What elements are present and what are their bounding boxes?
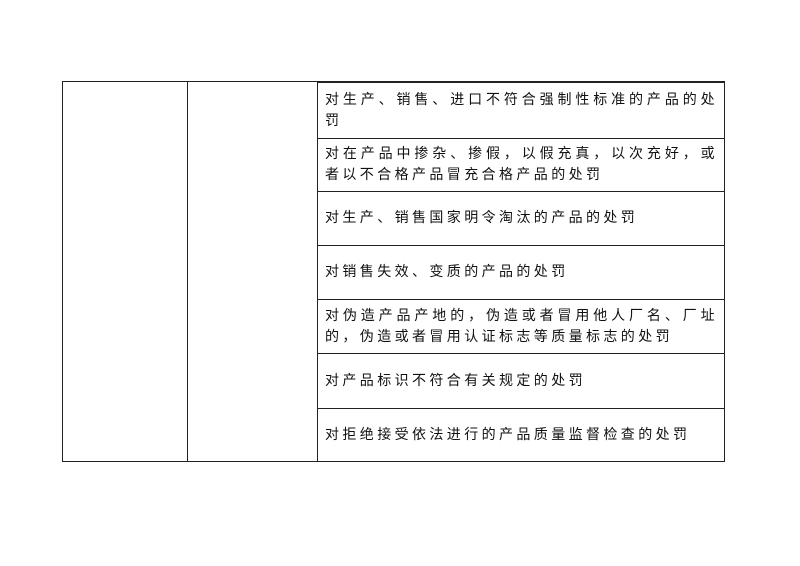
table-row: 对生产、销售国家明令淘汰的产品的处罚 <box>318 191 724 245</box>
table-row: 对销售失效、变质的产品的处罚 <box>318 245 724 299</box>
penalty-item: 对在产品中掺杂、掺假，以假充真，以次充好，或者以不合格产品冒充合格产品的处罚 <box>325 146 718 183</box>
penalty-item: 对产品标识不符合有关规定的处罚 <box>325 372 586 389</box>
penalty-item: 对伪造产品产地的，伪造或者冒用他人厂名、厂址的，伪造或者冒用认证标志等质量标志的… <box>325 307 718 345</box>
penalty-item: 对生产、销售国家明令淘汰的产品的处罚 <box>325 210 639 226</box>
table-row: 对拒绝接受依法进行的产品质量监督检查的处罚 <box>318 408 724 462</box>
penalty-table: 对生产、销售、进口不符合强制性标准的产品的处罚 对在产品中掺杂、掺假，以假充真，… <box>62 81 725 462</box>
table-row: 对伪造产品产地的，伪造或者冒用他人厂名、厂址的，伪造或者冒用认证标志等质量标志的… <box>318 299 724 353</box>
penalty-item: 对拒绝接受依法进行的产品质量监督检查的处罚 <box>325 427 691 443</box>
penalty-item: 对销售失效、变质的产品的处罚 <box>325 264 569 280</box>
table-row: 对产品标识不符合有关规定的处罚 <box>318 353 724 408</box>
penalty-item: 对生产、销售、进口不符合强制性标准的产品的处罚 <box>325 91 718 129</box>
table-row: 对在产品中掺杂、掺假，以假充真，以次充好，或者以不合格产品冒充合格产品的处罚 <box>318 138 724 191</box>
column-divider <box>187 82 188 461</box>
column-divider <box>317 82 318 461</box>
table-row: 对生产、销售、进口不符合强制性标准的产品的处罚 <box>318 82 724 138</box>
